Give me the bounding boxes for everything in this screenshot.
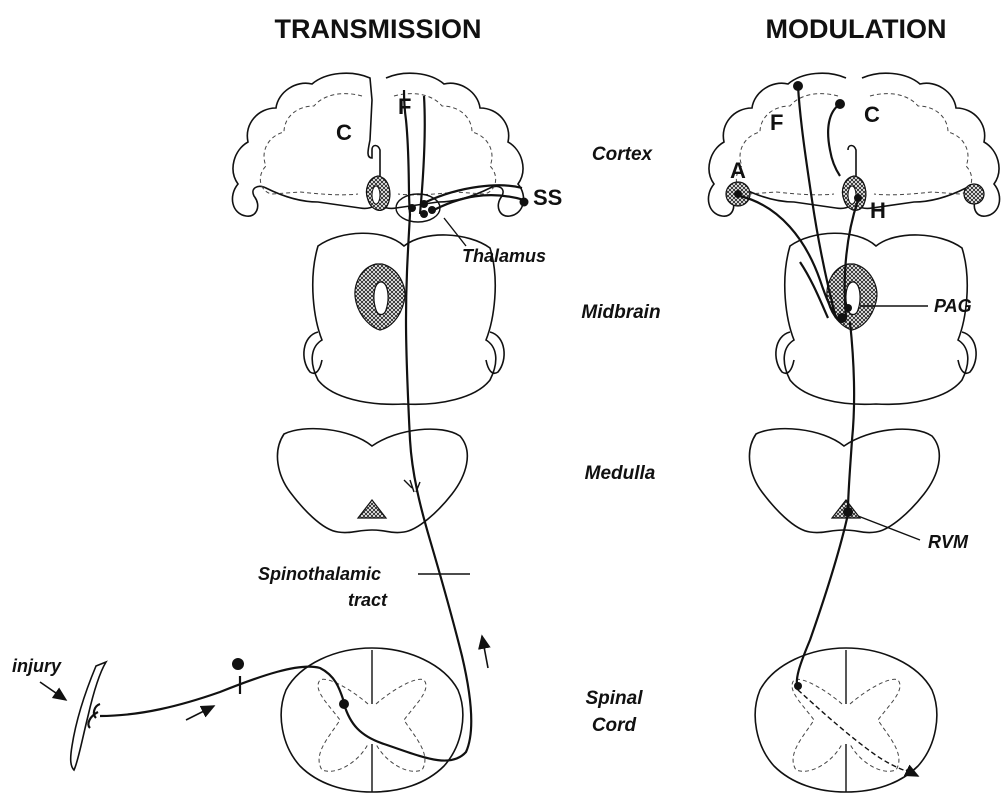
label-h: H: [870, 198, 886, 223]
modulation-heading: MODULATION: [766, 14, 947, 44]
level-label-cord: Cord: [592, 715, 637, 736]
tract-arrow: [482, 636, 488, 668]
primary-afferent: [100, 667, 344, 716]
modulation-panel: F C A H PAG RVM: [708, 73, 999, 792]
label-a: A: [730, 158, 746, 183]
cingulate-to-hypothalamus: [828, 104, 840, 176]
label-injury: injury: [12, 656, 62, 676]
label-f-left: F: [398, 94, 411, 119]
cortex-outline-left-panel: [232, 73, 380, 216]
level-label-midbrain: Midbrain: [581, 302, 660, 323]
label-pag: PAG: [934, 296, 972, 316]
label-ss: SS: [533, 185, 562, 210]
amygdala-to-pag: [740, 196, 838, 320]
label-rvm: RVM: [928, 532, 969, 552]
pag-to-rvm: [848, 322, 854, 510]
label-thalamus: Thalamus: [462, 246, 546, 266]
label-tract: tract: [348, 590, 388, 610]
level-label-spinal: Spinal: [585, 688, 643, 709]
label-c-left: C: [336, 120, 352, 145]
descending-dorsal-horn-path: [798, 690, 916, 774]
afferent-arrow: [186, 706, 214, 720]
label-spinothalamic: Spinothalamic: [258, 564, 381, 584]
label-f-right: F: [770, 110, 783, 135]
drg-cell-body: [232, 658, 244, 670]
injury-arrow: [40, 682, 66, 700]
transmission-panel: C F SS Thalamus Spinothalamic tract inju…: [12, 73, 562, 792]
label-c-right: C: [864, 102, 880, 127]
transmission-heading: TRANSMISSION: [274, 14, 481, 44]
level-label-medulla: Medulla: [585, 463, 656, 484]
rvm-to-spinal-cord: [797, 514, 848, 690]
level-label-cortex: Cortex: [592, 144, 654, 165]
